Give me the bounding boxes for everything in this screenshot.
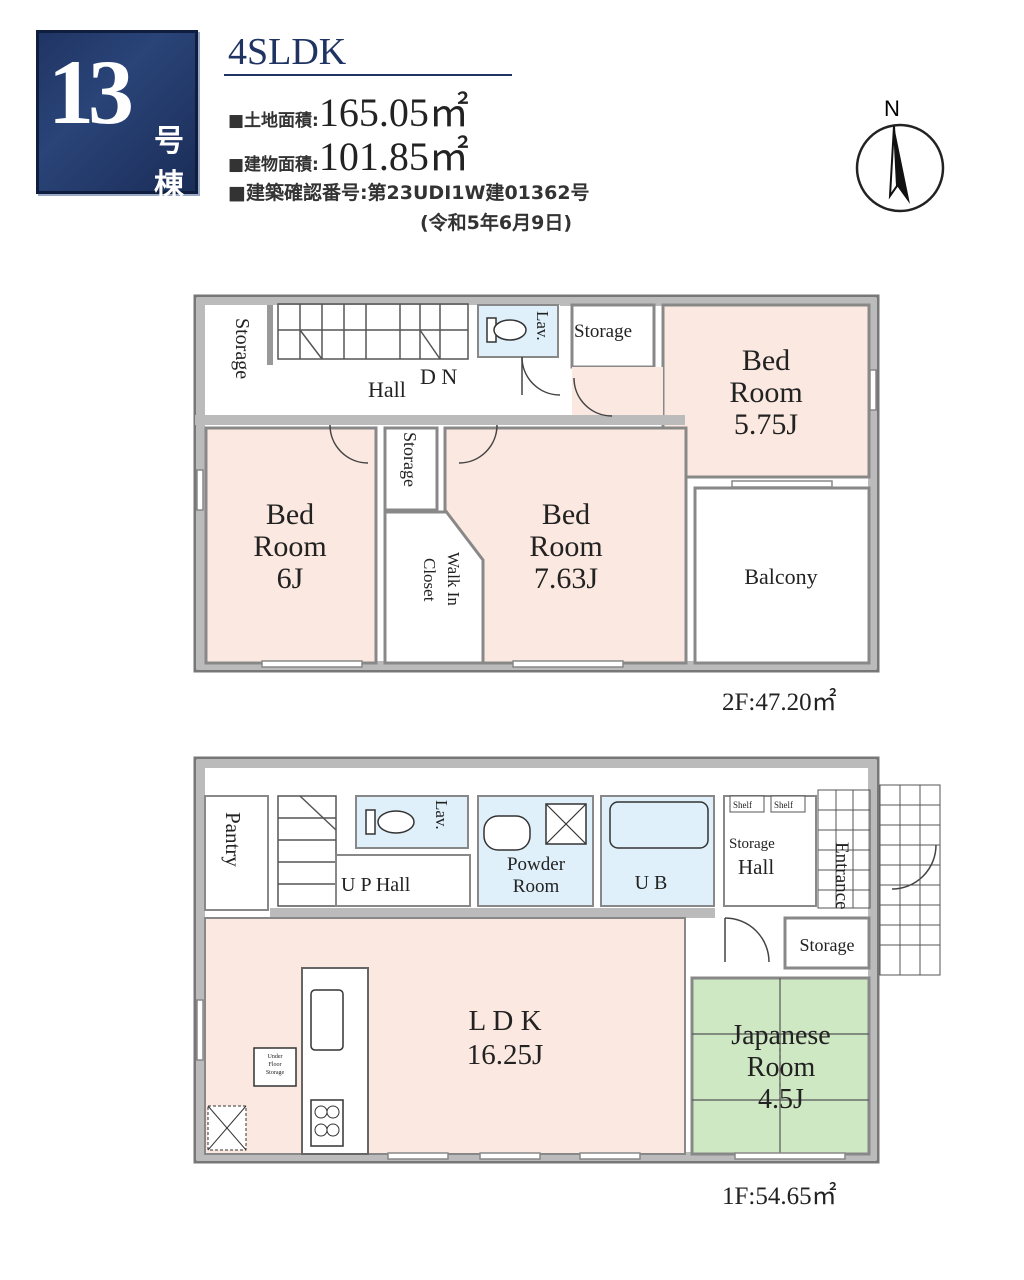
japanese-line3: 4.5J [758, 1084, 804, 1115]
hall-1f-label: Hall [738, 855, 774, 879]
floor-2-area: 2F:47.20㎡ [722, 689, 837, 716]
north-compass-icon: N [855, 96, 945, 213]
bed-c-line1: Bed [542, 498, 590, 531]
up-hall-label: U P Hall [341, 874, 411, 896]
ub-label: U B [635, 872, 668, 894]
shelf-a-label: Shelf [733, 800, 752, 810]
land-area-row: ■土地面積:165.05㎡ [228, 80, 469, 138]
hall-2f-label: Hall [368, 377, 406, 402]
walk-in-line2: Closet [420, 558, 439, 602]
storage-mid-2f-label: Storage [400, 432, 420, 487]
underfloor-line3: Storage [266, 1070, 285, 1076]
ldk-line1: L D K [468, 1005, 541, 1037]
japanese-line2: Room [747, 1052, 816, 1083]
shelf-b-label: Shelf [774, 800, 793, 810]
land-area-label: ■土地面積: [228, 111, 319, 131]
floor-1-plan: Pantry Lav. U P Hall Powder Room U B She… [193, 756, 941, 1164]
building-number: 13 [48, 41, 134, 143]
doors-1f [724, 844, 937, 963]
building-area-row: ■建物面積:101.85㎡ [228, 124, 469, 182]
underfloor-line1: Under [268, 1054, 283, 1060]
permit-number: ■建築確認番号:第23UDI1W建01362号 [228, 182, 590, 204]
storage-right-label: Storage [800, 935, 855, 955]
bed-c-line2: Room [529, 530, 602, 563]
building-area-value: 101.85㎡ [318, 134, 469, 179]
walk-in-line1: Walk In [444, 552, 463, 606]
bed-b-line3: 6J [277, 562, 304, 595]
storage-hall-label: Storage [729, 836, 775, 852]
permit-date: (令和5年6月9日) [420, 212, 573, 234]
pantry-label: Pantry [221, 812, 245, 867]
lav-2f-label: Lav. [533, 311, 552, 341]
compass-label: N [884, 96, 900, 121]
building-suffix: 号棟 [154, 124, 184, 203]
japanese-line1: Japanese [731, 1020, 831, 1051]
stair-1f [277, 795, 337, 907]
underfloor-line2: Floor [268, 1062, 281, 1068]
lav-1f-label: Lav. [432, 800, 451, 830]
entrance-label: Entrance [831, 842, 852, 910]
balcony-label: Balcony [744, 564, 817, 589]
building-number-badge: 13 号棟 [36, 30, 198, 203]
bed-c-line3: 7.63J [534, 562, 599, 595]
storage-top-2f-label: Storage [574, 321, 632, 342]
bed-a-line1: Bed [742, 344, 790, 377]
layout-type: 4SLDK [228, 31, 347, 73]
title-rule [224, 74, 512, 76]
powder-room-line2: Room [513, 876, 560, 897]
building-area-label: ■建物面積: [228, 155, 319, 175]
floor-1-area: 1F:54.65㎡ [722, 1183, 837, 1210]
powder-room-line1: Powder [507, 854, 566, 875]
ldk-line2: 16.25J [467, 1039, 544, 1071]
storage-left-2f-label: Storage [231, 318, 253, 379]
bed-b-line2: Room [253, 530, 326, 563]
bed-b-line1: Bed [266, 498, 314, 531]
floor-2-plan: Storage Hall D N Lav. Storage Bed Room 5… [193, 294, 880, 673]
stair-2f [277, 303, 469, 360]
bed-a-line2: Room [729, 376, 802, 409]
doors-2f [329, 356, 613, 464]
entrance-tiles [817, 784, 941, 976]
bed-a-line3: 5.75J [734, 408, 799, 441]
dn-label: D N [420, 364, 457, 389]
land-area-value: 165.05㎡ [318, 90, 469, 135]
